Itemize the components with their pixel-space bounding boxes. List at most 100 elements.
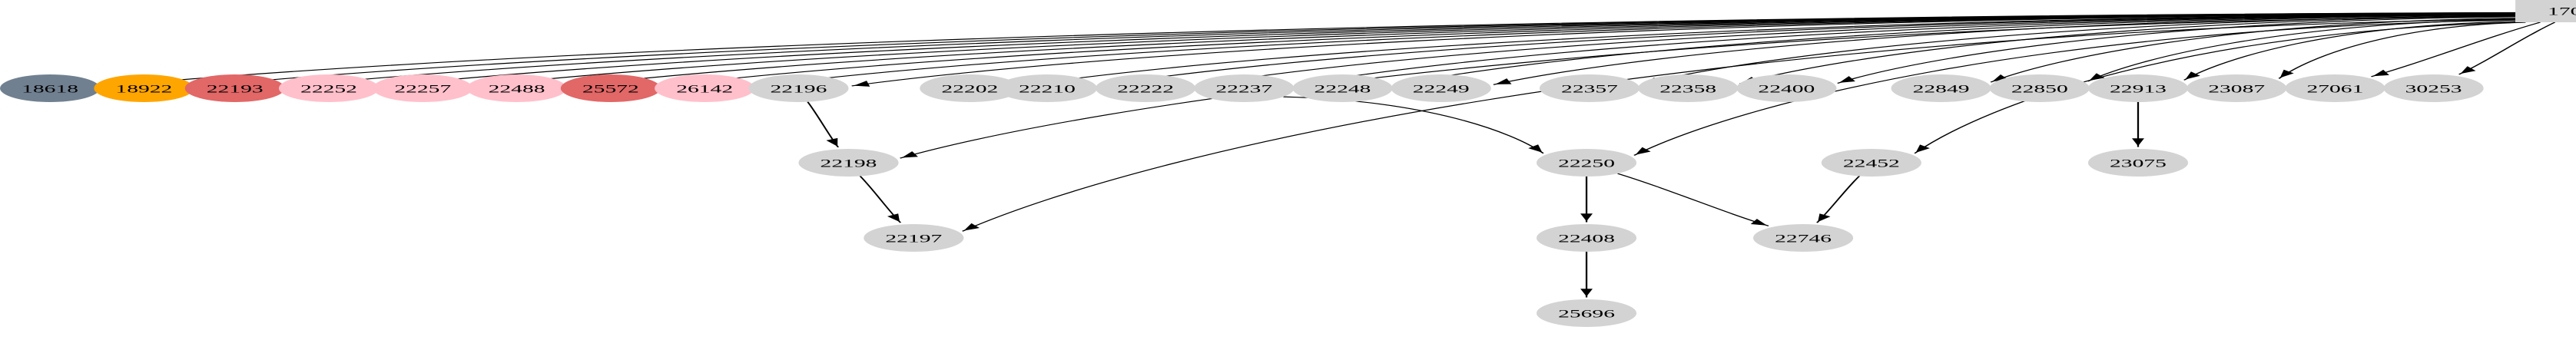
node-ellipse[interactable]: [2285, 74, 2385, 102]
node-ellipse[interactable]: [278, 74, 380, 102]
graph-edge: [1633, 19, 2516, 156]
node-ellipse[interactable]: [655, 74, 755, 102]
edge-arrowhead: [826, 137, 838, 147]
edge-arrowhead: [2089, 73, 2105, 81]
node-ellipse[interactable]: [864, 224, 964, 252]
graph-edge: [1198, 13, 2516, 86]
graph-edge: [758, 12, 2516, 87]
edge-arrowhead: [1635, 147, 1651, 155]
node-ellipse[interactable]: [560, 74, 661, 102]
graph-node-22257[interactable]: 22257: [373, 74, 473, 102]
edge-arrowhead: [853, 81, 870, 87]
edge-arrowhead: [1495, 78, 1512, 84]
graph-edge: [2458, 21, 2556, 75]
edge-arrowhead: [1528, 144, 1543, 153]
node-ellipse[interactable]: [1891, 74, 1991, 102]
edge-arrowhead: [963, 223, 980, 231]
graph-node-25572[interactable]: 25572: [560, 74, 661, 102]
graph-edge: [1641, 15, 2516, 85]
graph-node-25696[interactable]: 25696: [1536, 299, 1637, 327]
node-ellipse[interactable]: [1292, 74, 1393, 102]
graph-edge: [1394, 14, 2516, 86]
node-ellipse[interactable]: [1638, 74, 1739, 102]
graph-node-27061[interactable]: 27061: [2285, 74, 2385, 102]
node-ellipse[interactable]: [1536, 224, 1637, 252]
edge-arrowhead: [2185, 71, 2200, 80]
node-ellipse[interactable]: [1391, 74, 1491, 102]
node-ellipse[interactable]: [1753, 224, 1854, 252]
graph-edge: [2183, 21, 2516, 81]
node-ellipse[interactable]: [1539, 74, 1640, 102]
node-ellipse[interactable]: [1536, 149, 1637, 177]
graph-node-22222[interactable]: 22222: [1096, 74, 1196, 102]
node-ellipse[interactable]: [996, 74, 1097, 102]
graph-node-22357[interactable]: 22357: [1539, 74, 1640, 102]
node-ellipse[interactable]: [798, 149, 899, 177]
graph-edge: [1990, 18, 2516, 83]
node-ellipse[interactable]: [466, 74, 567, 102]
graph-edge: [1296, 14, 2516, 86]
edge-arrowhead: [1580, 213, 1593, 222]
graph-node-26142[interactable]: 26142: [655, 74, 755, 102]
node-ellipse[interactable]: [94, 74, 194, 102]
graph-node-22408[interactable]: 22408: [1536, 224, 1637, 252]
graph-node-22196[interactable]: 22196: [748, 74, 849, 102]
graph-node-23087[interactable]: 23087: [2186, 74, 2287, 102]
edge-arrowhead: [1750, 219, 1767, 226]
graph-node-22358[interactable]: 22358: [1638, 74, 1739, 102]
node-ellipse[interactable]: [0, 74, 101, 102]
edge-arrowhead: [2372, 69, 2389, 77]
node-ellipse[interactable]: [1536, 299, 1637, 327]
graph-edge: [1283, 96, 1544, 154]
graph-edge: [1837, 16, 2516, 84]
node-ellipse[interactable]: [184, 74, 285, 102]
graph-node-22210[interactable]: 22210: [996, 74, 1097, 102]
graph-node-22452[interactable]: 22452: [1821, 149, 1921, 177]
graph-node-23075[interactable]: 23075: [2087, 149, 2189, 177]
graph-node-18922[interactable]: 18922: [94, 74, 194, 102]
edge-arrowhead: [2279, 69, 2294, 78]
node-ellipse[interactable]: [1736, 74, 1837, 102]
edge-arrowhead: [1915, 144, 1930, 153]
node-ellipse[interactable]: [2186, 74, 2287, 102]
graph-node-22850[interactable]: 22850: [1989, 74, 2090, 102]
node-ellipse[interactable]: [1194, 74, 1295, 102]
graph-node-22488[interactable]: 22488: [466, 74, 567, 102]
graph-node-22746[interactable]: 22746: [1753, 224, 1854, 252]
graph-node-22197[interactable]: 22197: [864, 224, 964, 252]
node-ellipse[interactable]: [1096, 74, 1196, 102]
node-ellipse[interactable]: [920, 74, 1020, 102]
node-ellipse[interactable]: [1989, 74, 2090, 102]
node-ellipse[interactable]: [748, 74, 849, 102]
edge-arrowhead: [1838, 76, 1855, 83]
edge-arrowhead: [887, 213, 900, 223]
node-ellipse[interactable]: [2087, 149, 2189, 177]
graph-node-22249[interactable]: 22249: [1391, 74, 1491, 102]
graph-node-22849[interactable]: 22849: [1891, 74, 1991, 102]
graph-node-22193[interactable]: 22193: [184, 74, 285, 102]
graph-edge: [1739, 15, 2516, 84]
node-ellipse[interactable]: [1821, 149, 1921, 177]
graph-edge: [2370, 21, 2541, 78]
node-ellipse[interactable]: [2383, 74, 2484, 102]
edge-arrowhead: [1818, 213, 1831, 223]
graph-node-22252[interactable]: 22252: [278, 74, 380, 102]
graph-node-22237[interactable]: 22237: [1194, 74, 1295, 102]
graph-node-22250[interactable]: 22250: [1536, 149, 1637, 177]
node-ellipse[interactable]: [373, 74, 473, 102]
node-box[interactable]: [2515, 0, 2576, 22]
graph-edge: [851, 12, 2516, 87]
graph-node-22913[interactable]: 22913: [2087, 74, 2189, 102]
graph-edge: [1493, 14, 2516, 85]
edge-layer: [103, 12, 2556, 298]
graph-edge: [962, 18, 2516, 232]
graph-node-22400[interactable]: 22400: [1736, 74, 1837, 102]
graph-node-22198[interactable]: 22198: [798, 149, 899, 177]
graph-node-17047[interactable]: 17047: [2515, 0, 2576, 22]
node-ellipse[interactable]: [2087, 74, 2189, 102]
graph-node-30253[interactable]: 30253: [2383, 74, 2484, 102]
graph-node-18618[interactable]: 18618: [0, 74, 101, 102]
graph-node-22248[interactable]: 22248: [1292, 74, 1393, 102]
